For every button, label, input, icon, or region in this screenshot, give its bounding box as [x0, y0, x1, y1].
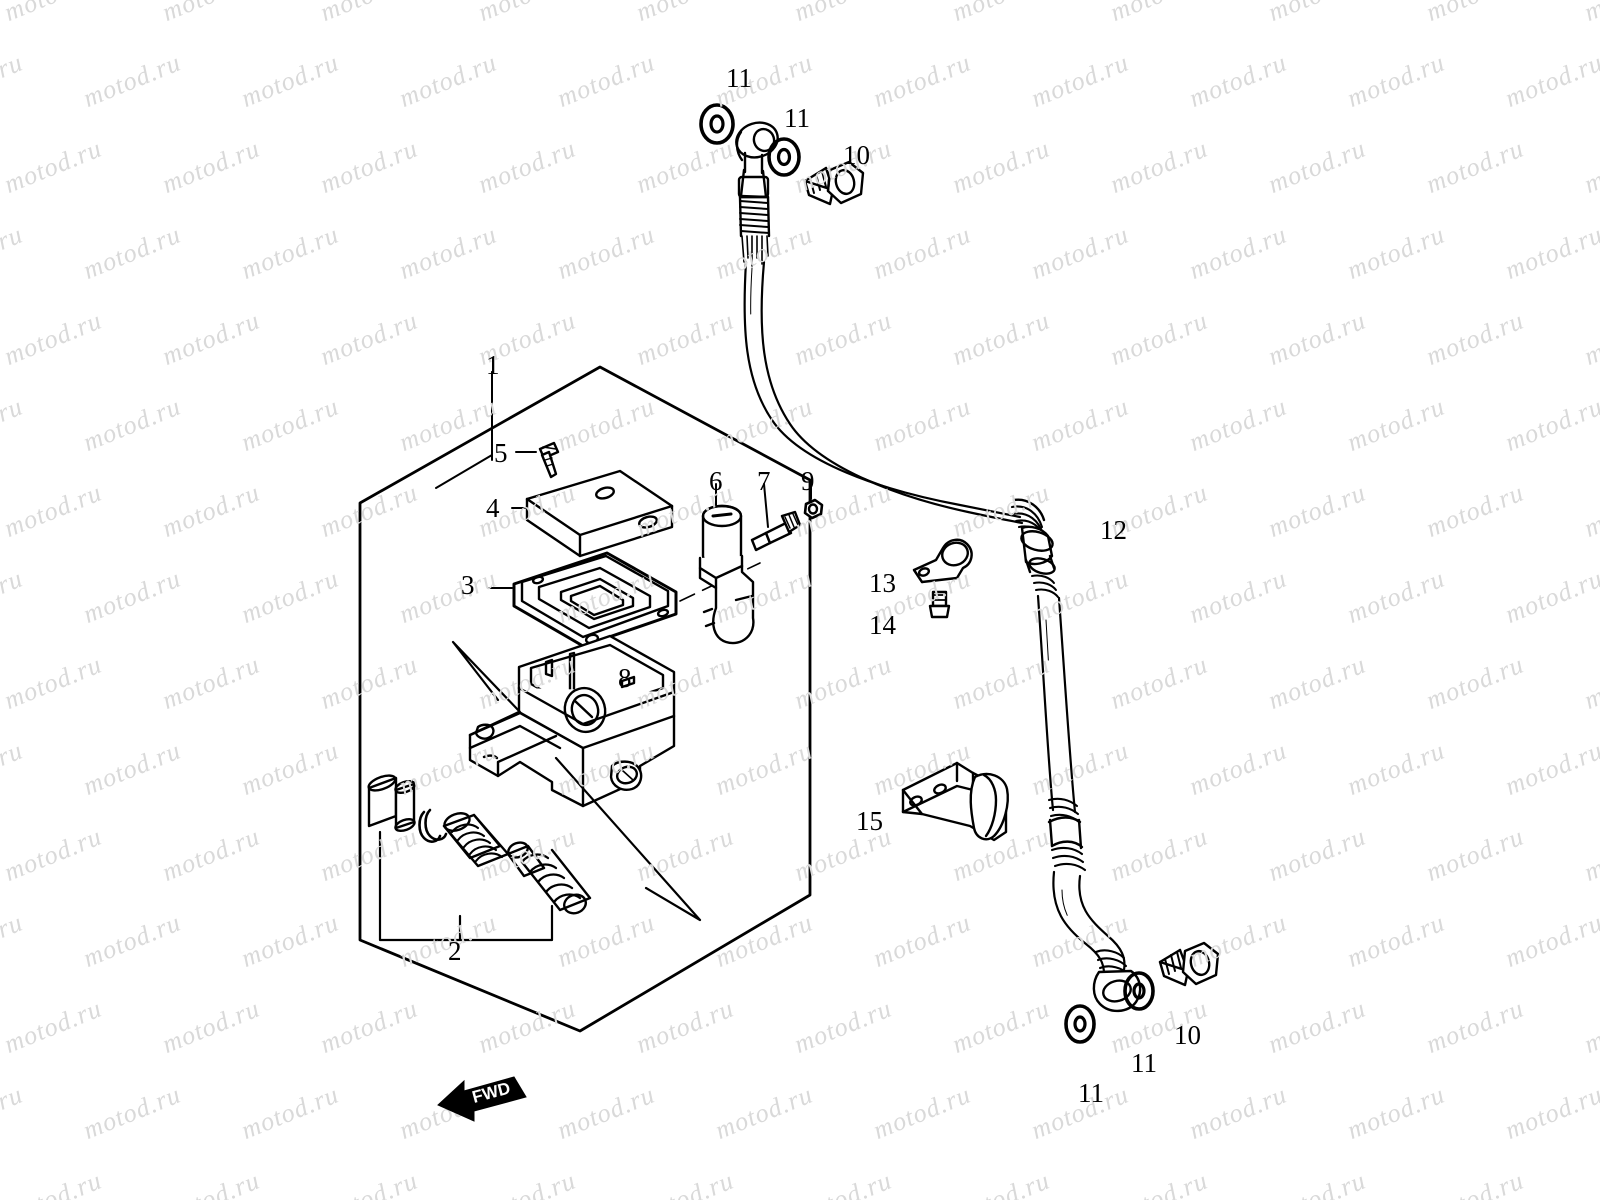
brake-hose-vertical-run — [1036, 594, 1077, 814]
callout-number-gasket-lower-inner: 11 — [1131, 1048, 1157, 1078]
bracket-2 — [378, 830, 554, 942]
callout-number-pivot-bolt: 7 — [757, 466, 771, 496]
callout-number-front-brake-hose: 12 — [1100, 515, 1127, 545]
callout-number-piston-cup-set: 2 — [448, 936, 462, 966]
hose-clamp-bracket-shape — [901, 761, 1009, 842]
callout-number-guide-bolt: 14 — [869, 610, 896, 640]
callout-number-body-plug: 8 — [618, 663, 632, 693]
callout-number-gasket-upper-outer: 11 — [726, 63, 752, 93]
hose-guide-shape — [912, 538, 973, 584]
piston-cup-set-shape — [367, 774, 592, 915]
callout-number-cap-screw: 5 — [494, 438, 508, 468]
reservoir-diaphragm-shape — [512, 551, 678, 648]
callout-number-hose-guide: 13 — [869, 568, 896, 598]
gasket-upper-outer-shape — [699, 103, 735, 145]
gasket-lower-outer-shape — [1064, 1004, 1096, 1044]
gasket-upper-inner-shape — [767, 137, 801, 177]
guide-bolt-shape — [928, 590, 951, 619]
pointer-body-bottom — [554, 756, 702, 922]
pivot-bolt-shape — [750, 510, 802, 552]
brake-hose-upper-run — [743, 260, 1024, 525]
master-cylinder-body — [468, 634, 676, 808]
callout-number-brake-switch: 6 — [709, 466, 723, 496]
callout-number-reservoir-cap: 4 — [486, 493, 500, 523]
gasket-lower-inner-shape — [1123, 971, 1155, 1011]
callout-number-union-bolt-lower: 10 — [1174, 1020, 1201, 1050]
fwd-direction-marker: FWD — [437, 1076, 527, 1122]
hose-upper-crimp — [1010, 498, 1059, 598]
callout-number-master-cylinder-assembly-bracket: 1 — [486, 350, 500, 380]
callout-number-reservoir-diaphragm: 3 — [461, 570, 475, 600]
callout-number-hose-clamp-bracket: 15 — [856, 806, 883, 836]
union-bolt-upper-shape — [803, 160, 865, 206]
tie-3-to-6 — [679, 562, 761, 602]
callout-number-union-bolt-upper: 10 — [843, 140, 870, 170]
upper-banjo-fitting — [735, 121, 779, 267]
callout-number-gasket-lower-outer: 11 — [1078, 1078, 1104, 1108]
brake-switch-shape — [698, 504, 755, 645]
callout-number-gasket-upper-inner: 11 — [784, 103, 810, 133]
leader-7 — [763, 483, 769, 528]
assembly-boundary — [358, 365, 812, 1033]
pointer-body-left — [451, 640, 522, 714]
reservoir-cap-shape — [525, 469, 674, 558]
union-bolt-lower-shape — [1158, 941, 1220, 987]
brake-hose-lower-run — [1052, 870, 1126, 976]
hose-mid-union — [1047, 797, 1087, 872]
callout-number-pivot-nut: 9 — [801, 466, 815, 496]
pivot-nut-shape — [803, 498, 824, 520]
cap-screw-shape — [538, 441, 560, 479]
